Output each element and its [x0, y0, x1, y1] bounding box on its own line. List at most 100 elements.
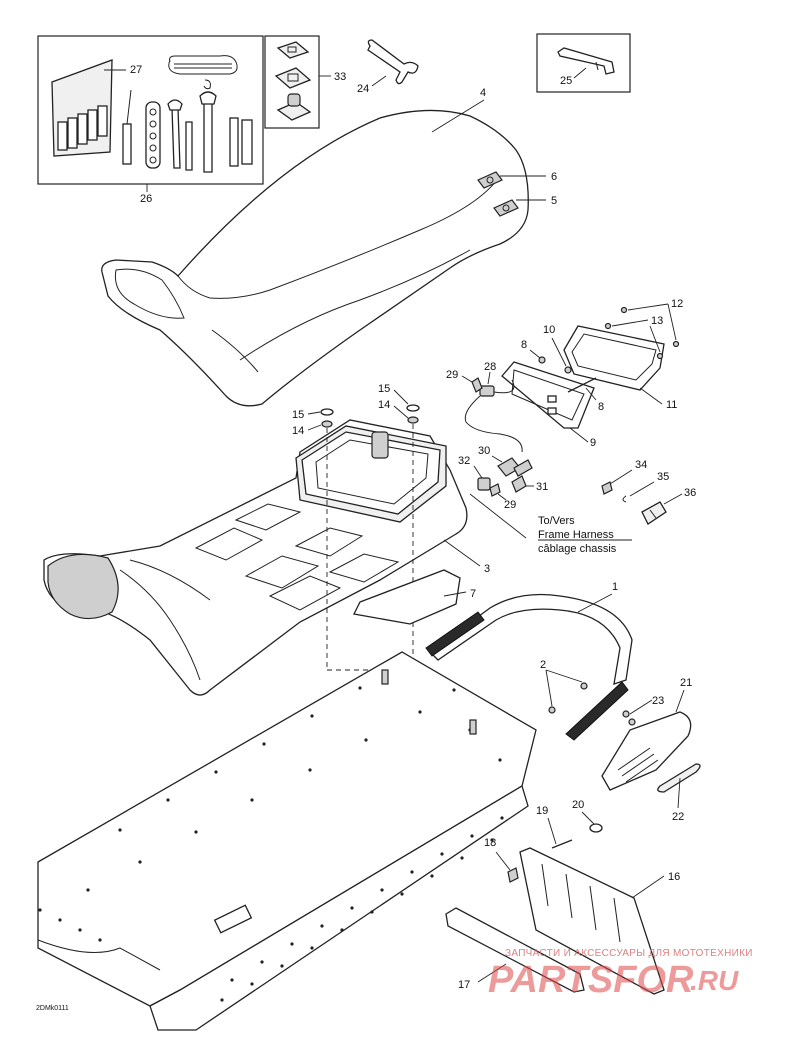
gasket-2: [274, 67, 312, 89]
screw-10: [564, 366, 572, 374]
callout-23: 23: [652, 695, 664, 707]
callout-8-upper: 8: [521, 339, 527, 351]
washer-right: [406, 404, 420, 412]
latch-upper: [477, 171, 503, 189]
callout-29-top: 29: [446, 369, 458, 381]
diagram-code: 2DMk0111: [36, 1005, 69, 1012]
callout-13: 13: [651, 315, 663, 327]
harness-note-line2: Frame Harness: [538, 529, 614, 541]
screw-13-left: [604, 322, 612, 330]
handle-grip-left: [425, 611, 485, 657]
tool-kit-group: 27 26: [37, 35, 264, 205]
snow-flap: [519, 847, 665, 995]
grab-handle: [429, 593, 633, 685]
callout-29-bottom: 29: [504, 499, 516, 511]
bolt-2-upper: [580, 682, 588, 690]
screw-23-b: [628, 718, 636, 726]
callout-1: 1: [612, 581, 618, 593]
plug-socket: [229, 117, 239, 167]
callout-16: 16: [668, 871, 680, 883]
screw-13-right: [656, 352, 664, 360]
seat-rear-recess: [114, 268, 185, 319]
watermark-brand: PARTSFOR: [488, 959, 694, 1001]
latch-lower: [493, 199, 519, 217]
hook-wrench: [367, 39, 419, 85]
gasket-1: [276, 41, 310, 59]
callout-25: 25: [560, 75, 572, 87]
small-parts-group: 34 35 36: [601, 459, 696, 525]
callout-33: 33: [334, 71, 346, 83]
callout-22: 22: [672, 811, 684, 823]
floor-plate: [353, 569, 461, 625]
watermark-tagline: ЗАПЧАСТИ И АКСЕССУАРЫ ДЛЯ МОТОТЕХНИКИ: [505, 948, 753, 959]
callout-34: 34: [635, 459, 647, 471]
callout-7: 7: [470, 588, 476, 600]
harness-note-line1: To/Vers: [538, 515, 575, 527]
taillight-housing: [501, 361, 595, 429]
socket-bar: [145, 101, 161, 169]
harness-note-line3: câblage chassis: [538, 543, 617, 555]
wrench-2: [185, 121, 193, 171]
gasket-kit-group: 33: [264, 35, 346, 129]
rivet-18: [507, 867, 519, 883]
seat: [101, 109, 529, 407]
washer-left: [320, 408, 334, 416]
callout-26: 26: [140, 193, 152, 205]
callout-14-left: 14: [292, 425, 304, 437]
stud-left: [381, 669, 389, 685]
end-cap-group: 21 23 22: [601, 677, 701, 823]
stud-right: [469, 719, 477, 735]
reflector-36: [641, 501, 667, 525]
clip-35: [622, 495, 627, 503]
harness-leader: [469, 493, 527, 539]
flap-stiffener: [445, 907, 585, 993]
tool-kit-frame: [37, 35, 264, 185]
seat-base-group: 3 15 14 15 14: [43, 383, 490, 740]
screw-23-a: [622, 710, 630, 718]
wrench-1: [171, 107, 181, 169]
screw-19: [551, 839, 573, 849]
wrench-24-group: 24: [357, 39, 419, 95]
callout-10: 10: [543, 324, 555, 336]
wire-harness: [464, 379, 523, 453]
callout-11: 11: [666, 399, 677, 411]
bolt-2-lower: [548, 706, 556, 714]
callout-20: 20: [572, 799, 584, 811]
connector-28: [479, 385, 495, 397]
strap-coil: [168, 55, 238, 75]
screw-12-top: [620, 306, 628, 314]
plug-wrench: [241, 119, 253, 165]
nut-left: [321, 420, 333, 428]
callout-31: 31: [536, 481, 548, 493]
taillight-bolt: [567, 377, 597, 393]
taillight-lens: [563, 325, 665, 391]
watermark-domain: .RU: [690, 965, 739, 996]
connector-32: [477, 477, 491, 491]
tunnel-side: [149, 785, 529, 1031]
callout-5: 5: [551, 195, 557, 207]
callout-17: 17: [458, 979, 470, 991]
nut-right: [407, 416, 419, 424]
base-front-pad: [47, 553, 119, 620]
screw-8-upper: [538, 356, 546, 364]
terminal-29-top: [471, 377, 483, 393]
storage-bottle: [371, 431, 389, 459]
callout-15-right: 15: [378, 383, 390, 395]
callout-14-right: 14: [378, 399, 390, 411]
callout-2: 2: [540, 659, 546, 671]
callout-30: 30: [478, 445, 490, 457]
bracket-25-group: 25: [536, 33, 631, 93]
handle-grip-right: [565, 681, 629, 741]
grab-handle-group: 1 2: [425, 581, 633, 741]
callout-18: 18: [484, 837, 496, 849]
pouch-pockets: [57, 105, 108, 151]
callout-6: 6: [551, 171, 557, 183]
plate-7-group: 7: [353, 569, 476, 625]
end-cap-insert: [657, 763, 701, 793]
callout-27: 27: [130, 64, 142, 76]
wrench-3: [203, 99, 213, 173]
tunnel-badge-slot: [213, 904, 253, 934]
callout-4: 4: [480, 87, 486, 99]
gasket-kit-frame: [264, 35, 320, 129]
